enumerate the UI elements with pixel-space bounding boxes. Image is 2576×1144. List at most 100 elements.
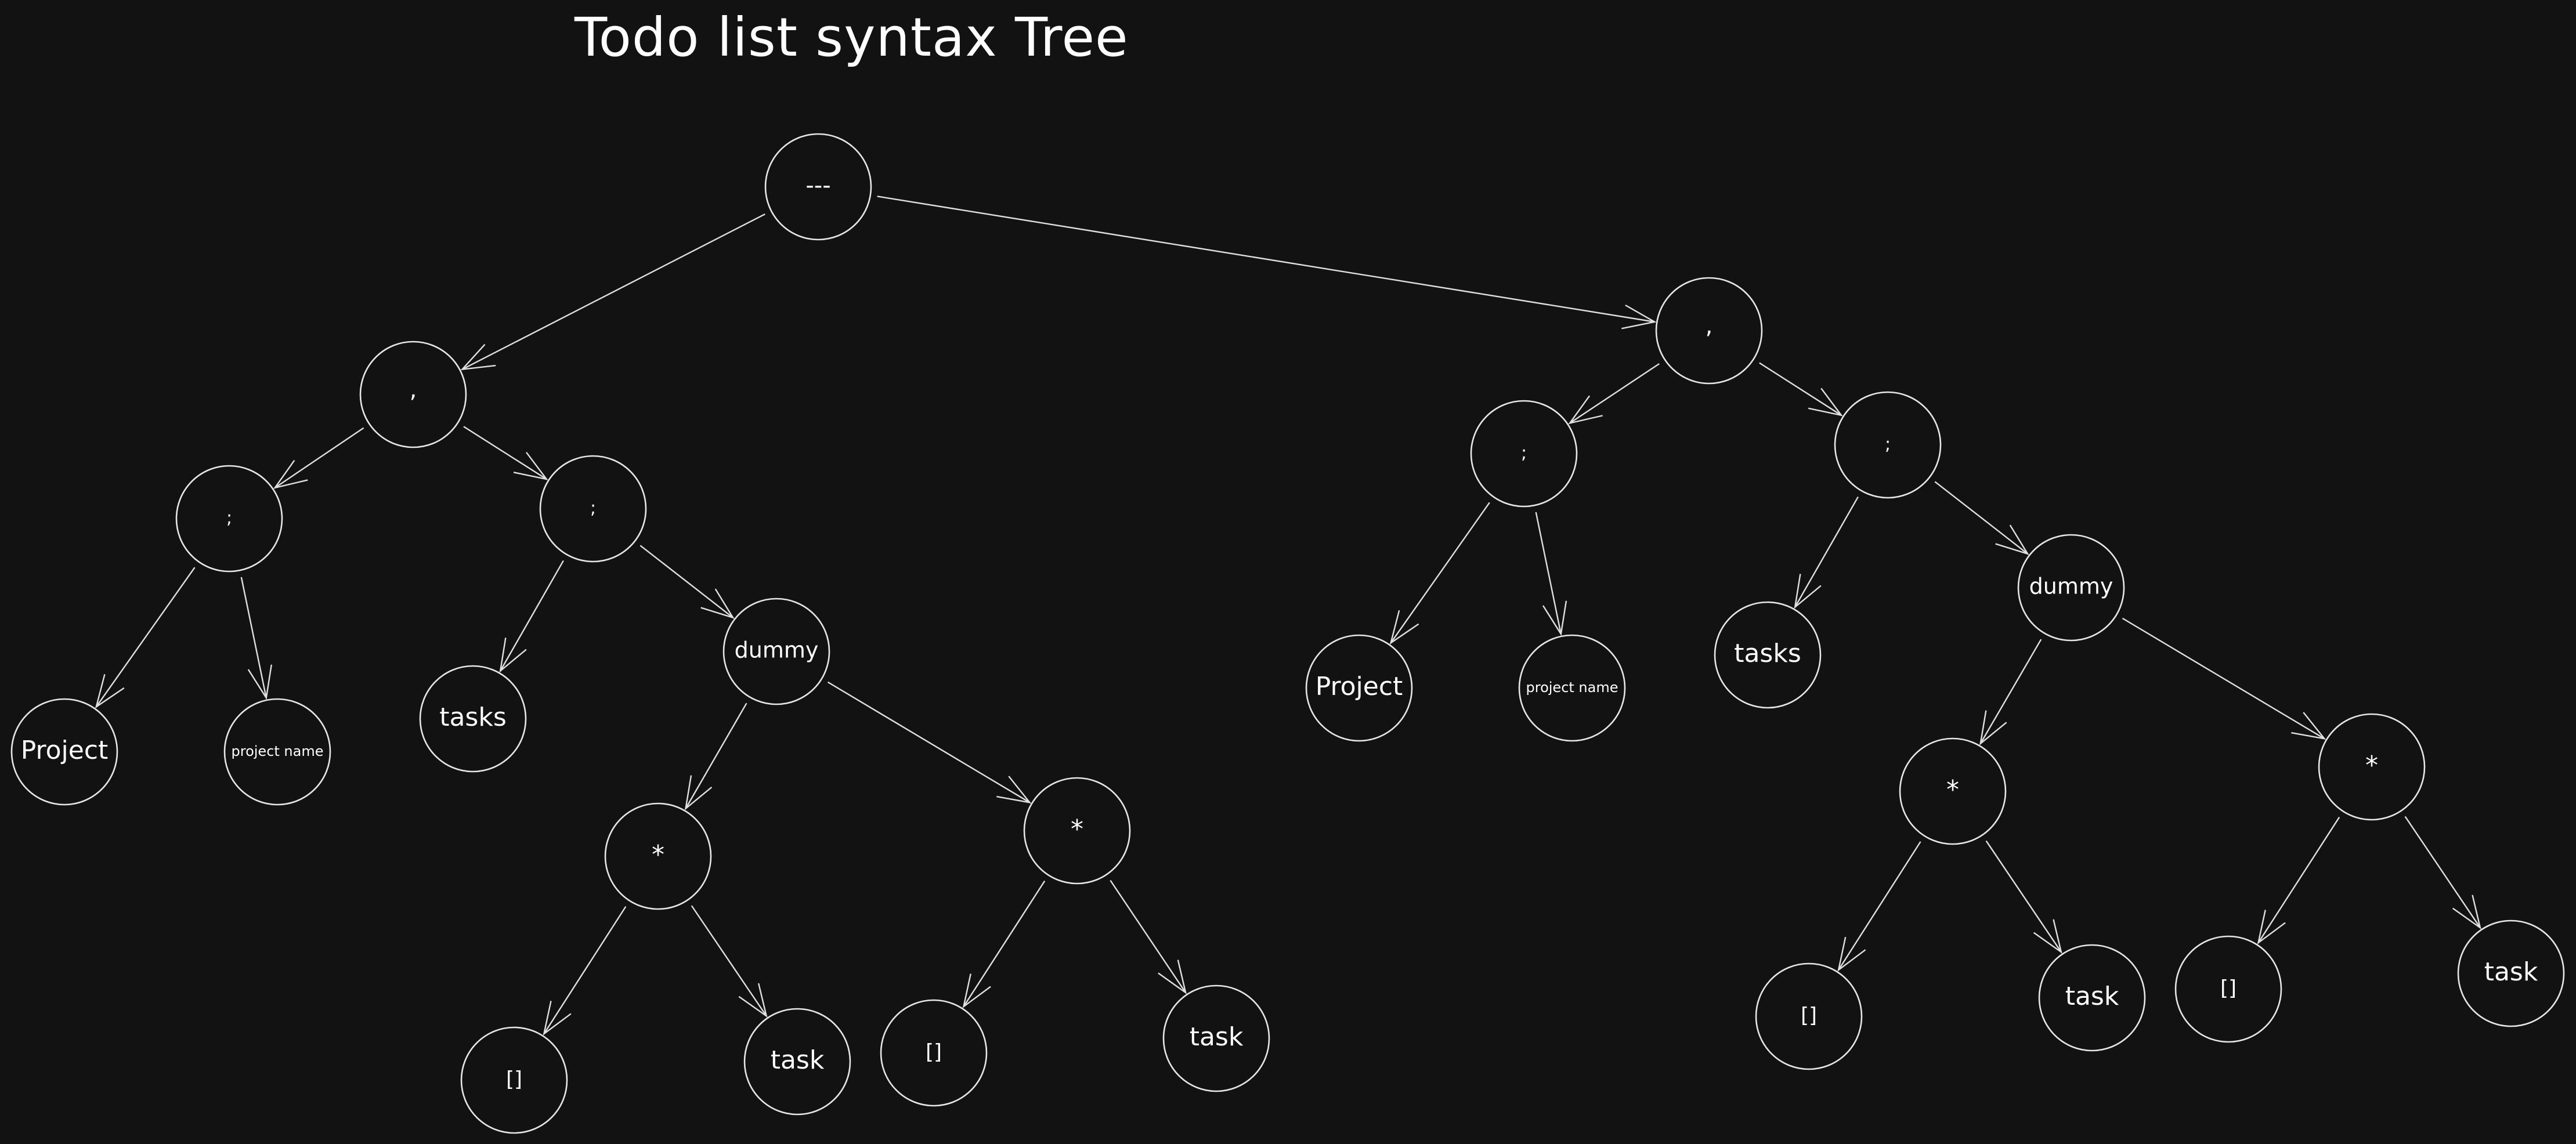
arrowhead-icon bbox=[1979, 710, 2007, 745]
node-label: , bbox=[1706, 313, 1713, 339]
node-circle bbox=[1305, 634, 1413, 742]
node-label: dummy bbox=[735, 638, 819, 663]
node-circle bbox=[2038, 944, 2146, 1052]
tree-edge bbox=[2122, 617, 2326, 740]
node-circle bbox=[175, 465, 283, 573]
tree-node-star: * bbox=[604, 802, 712, 910]
node-circle bbox=[722, 598, 830, 705]
edge-line bbox=[500, 560, 564, 672]
node-label: ; bbox=[1885, 435, 1891, 455]
arrowhead-icon bbox=[460, 343, 496, 371]
tree-edge bbox=[640, 545, 735, 619]
edge-line bbox=[1759, 362, 1842, 416]
edge-line bbox=[543, 906, 627, 1034]
arrowhead-icon bbox=[1837, 936, 1866, 972]
tree-edge bbox=[1985, 840, 2062, 954]
arrowhead-icon bbox=[95, 674, 125, 709]
tree-node-semicolon: ; bbox=[175, 465, 283, 573]
edge-line bbox=[274, 427, 364, 488]
tree-edge bbox=[877, 196, 1657, 330]
tree-node-project-name: project name bbox=[223, 698, 331, 806]
node-circle bbox=[460, 1026, 568, 1134]
arrowhead-icon bbox=[543, 1001, 572, 1036]
node-circle bbox=[1899, 737, 2007, 845]
diagram-title: Todo list syntax Tree bbox=[574, 6, 1129, 68]
node-circle bbox=[604, 802, 712, 910]
tree-edge bbox=[1979, 639, 2042, 745]
tree-node-project-name: project name bbox=[1518, 634, 1626, 742]
tree-edge bbox=[1535, 512, 1567, 636]
tree-node-dummy: dummy bbox=[2017, 534, 2125, 642]
tree-edge bbox=[543, 906, 627, 1036]
edge-line bbox=[640, 545, 734, 618]
tree-node-tasks: tasks bbox=[419, 665, 527, 773]
tree-node-star: * bbox=[2318, 713, 2426, 821]
arrowhead-icon bbox=[700, 588, 735, 619]
edge-line bbox=[461, 213, 765, 370]
tree-edge bbox=[827, 681, 1032, 804]
arrowhead-icon bbox=[1389, 610, 1419, 645]
tree-node-checkbox: [] bbox=[2174, 935, 2282, 1043]
node-label: * bbox=[1071, 814, 1083, 844]
edge-line bbox=[963, 880, 1046, 1007]
tree-node-task: task bbox=[1162, 984, 1270, 1092]
tree-edge bbox=[691, 905, 768, 1018]
tree-edge bbox=[240, 577, 273, 700]
node-circle bbox=[1470, 400, 1578, 508]
node-label: task bbox=[771, 1045, 825, 1075]
tree-node-star: * bbox=[1899, 737, 2007, 845]
arrowhead-icon bbox=[513, 451, 548, 480]
arrowhead-icon bbox=[1621, 304, 1657, 330]
node-circle bbox=[1755, 962, 1863, 1070]
arrowhead-icon bbox=[1542, 600, 1567, 636]
edge-line bbox=[827, 681, 1031, 803]
tree-edge bbox=[1759, 362, 1843, 417]
tree-edge bbox=[1794, 496, 1859, 609]
node-label: ; bbox=[1521, 443, 1527, 464]
arrowhead-icon bbox=[996, 776, 1032, 804]
node-label: * bbox=[1946, 775, 1959, 805]
edge-line bbox=[95, 567, 196, 708]
tree-edge bbox=[1837, 841, 1921, 972]
arrowhead-icon bbox=[247, 664, 273, 700]
node-label: [] bbox=[1801, 1004, 1817, 1027]
edge-line bbox=[1569, 363, 1660, 424]
node-label: [] bbox=[506, 1067, 522, 1091]
tree-node-star: * bbox=[1023, 777, 1131, 885]
node-label: task bbox=[1190, 1022, 1244, 1052]
node-circle bbox=[764, 133, 872, 241]
node-circle bbox=[2174, 935, 2282, 1043]
edge-line bbox=[1838, 841, 1921, 971]
node-circle bbox=[1655, 277, 1763, 385]
node-label: project name bbox=[232, 743, 324, 759]
tree-node-semicolon: ; bbox=[1470, 400, 1578, 508]
node-circle bbox=[1162, 984, 1270, 1092]
arrowhead-icon bbox=[1808, 388, 1843, 417]
edge-line bbox=[2257, 816, 2340, 943]
node-circle bbox=[2318, 713, 2426, 821]
node-label: ; bbox=[590, 498, 596, 519]
tree-node-checkbox: [] bbox=[1755, 962, 1863, 1070]
node-label: Project bbox=[21, 736, 109, 765]
edge-line bbox=[2404, 816, 2481, 928]
tree-node-project: Project bbox=[10, 698, 118, 806]
arrowhead-icon bbox=[2257, 910, 2286, 945]
edge-line bbox=[1110, 879, 1187, 993]
node-label: tasks bbox=[439, 703, 507, 732]
node-circle bbox=[359, 341, 467, 448]
tree-node-checkbox: [] bbox=[880, 999, 988, 1107]
node-label: ; bbox=[226, 508, 232, 528]
node-label: [] bbox=[926, 1040, 942, 1064]
edge-line bbox=[2122, 617, 2325, 740]
tree-node-tasks: tasks bbox=[1714, 601, 1822, 709]
tree-edge bbox=[1934, 481, 2029, 555]
tree-node-semicolon: ; bbox=[1834, 391, 1942, 499]
arrowhead-icon bbox=[684, 775, 713, 810]
node-label: * bbox=[652, 840, 664, 870]
node-circle bbox=[880, 999, 988, 1107]
tree-edge bbox=[1110, 879, 1187, 994]
edge-line bbox=[1390, 502, 1490, 643]
edge-line bbox=[691, 905, 767, 1017]
arrowhead-icon bbox=[2452, 895, 2481, 930]
